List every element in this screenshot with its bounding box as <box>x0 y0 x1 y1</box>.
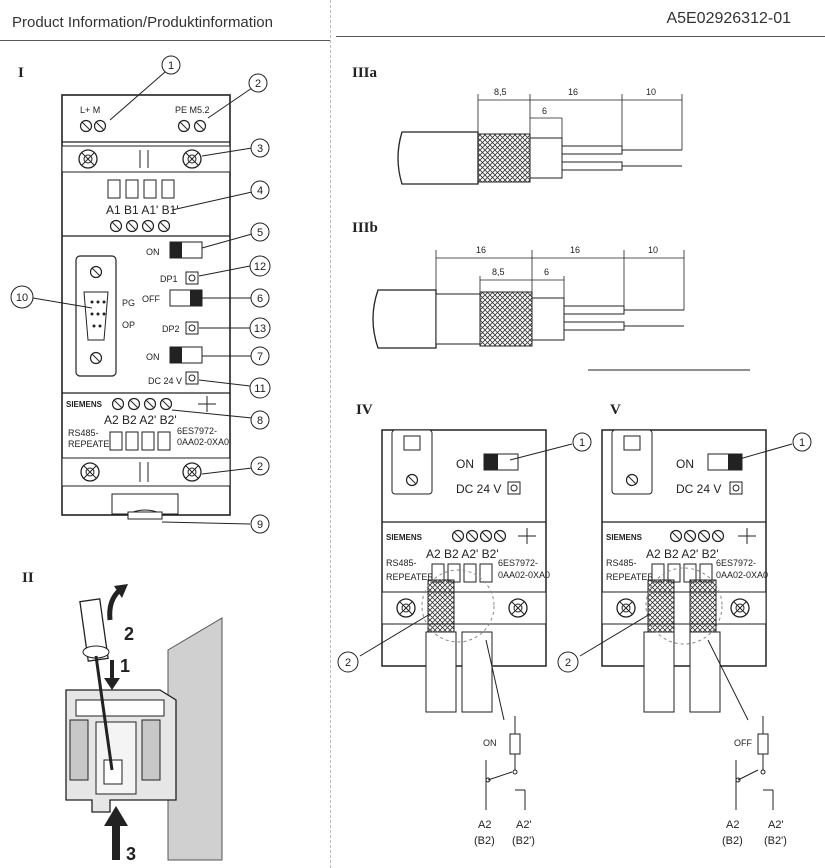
callout-10: 10 <box>16 292 28 304</box>
step-1-label: 1 <box>120 656 130 676</box>
callout-1: 1 <box>168 60 174 72</box>
callouts-section-i: 1 2 3 4 5 12 6 13 7 11 8 2 9 10 <box>10 55 271 534</box>
callout-9: 9 <box>257 519 263 531</box>
switch-middle-state: OFF <box>142 294 160 304</box>
iv-schematic-state: ON <box>483 738 497 748</box>
iv-brand: SIEMENS <box>386 533 423 542</box>
dp2-label: DP2 <box>162 324 180 334</box>
dp1-label: DP1 <box>160 274 178 284</box>
v-bus-terminals: A2 B2 A2' B2' <box>646 547 719 561</box>
callout-11: 11 <box>254 383 265 395</box>
order-number-2: 0AA02-0XA0 <box>177 437 229 447</box>
header-rule-right <box>336 36 825 37</box>
v-schematic-state: OFF <box>734 738 752 748</box>
iv-a2: A2 <box>478 819 491 831</box>
pe-terminal-label: PE M5.2 <box>175 105 210 115</box>
callout-2b: 2 <box>257 461 263 473</box>
callout-8: 8 <box>257 415 263 427</box>
callout-7: 7 <box>257 351 263 363</box>
v-model: RS485- <box>606 558 637 568</box>
dim-b-conductor: 10 <box>648 245 658 255</box>
page-fold <box>330 0 331 868</box>
v-order-1: 6ES7972- <box>716 558 756 568</box>
step-2-label: 2 <box>124 624 134 644</box>
bus1-terminal-label: A1 B1 A1' B1' <box>106 203 179 217</box>
brand-label: SIEMENS <box>66 400 103 409</box>
section-label-i: I <box>18 65 24 81</box>
iv-dc-label: DC 24 V <box>456 482 501 496</box>
switch-bottom-state: ON <box>146 352 160 362</box>
dim-a-conductor: 10 <box>646 87 656 97</box>
iv-order-2: 0AA02-0XA0 <box>498 570 550 580</box>
header-rule-left <box>0 40 330 41</box>
section-label-iiib: IIIb <box>352 220 378 236</box>
dc-label: DC 24 V <box>148 376 182 386</box>
op-label: OP <box>122 320 135 330</box>
v-order-2: 0AA02-0XA0 <box>716 570 768 580</box>
callout-13: 13 <box>254 323 266 335</box>
v-brand: SIEMENS <box>606 533 643 542</box>
repeater-front-view: L+ M PE M5.2 A1 B1 A1' B1' ON DP1 OFF DP… <box>61 94 231 520</box>
switch-top-state: ON <box>146 247 160 257</box>
iv-b2: (B2) <box>474 835 495 847</box>
section-label-iv: IV <box>356 402 373 418</box>
dim-b-outer: 16 <box>476 245 486 255</box>
callout-2: 2 <box>255 78 261 90</box>
header-title: Product Information/Produktinformation <box>12 14 273 31</box>
power-terminal-label: L+ M <box>80 105 100 115</box>
model-label-2: REPEATER <box>68 439 116 449</box>
v-switch-state: ON <box>676 457 694 471</box>
v-a2: A2 <box>726 819 739 831</box>
cable-strip-diagram-b: 16 16 8,5 6 10 <box>372 245 685 349</box>
bus-termination-on-diagram: ON DC 24 V SIEMENS A2 B2 A2' B2' RS485- … <box>337 429 592 847</box>
iv-model-2: REPEATER <box>386 572 434 582</box>
dim-b-insulation: 16 <box>570 245 580 255</box>
callout-4: 4 <box>257 185 263 197</box>
dim-b-jacket: 6 <box>544 267 549 277</box>
iv-model: RS485- <box>386 558 417 568</box>
dim-a-insulation: 16 <box>568 87 578 97</box>
iv-a2-prime: A2' <box>516 819 532 831</box>
v-model-2: REPEATER <box>606 572 654 582</box>
iv-b2-prime: (B2') <box>512 835 535 847</box>
callout-6: 6 <box>257 293 263 305</box>
bus2-terminal-label: A2 B2 A2' B2' <box>104 413 177 427</box>
callout-12: 12 <box>254 261 266 273</box>
v-callout-1: 1 <box>799 437 805 449</box>
iv-callout-1: 1 <box>579 437 585 449</box>
v-dc-label: DC 24 V <box>676 482 721 496</box>
document-number: A5E02926312-01 <box>666 10 791 27</box>
iv-order-1: 6ES7972- <box>498 558 538 568</box>
callout-5: 5 <box>257 227 263 239</box>
section-label-iiia: IIIa <box>352 65 378 81</box>
dim-a-shield: 8,5 <box>494 87 507 97</box>
v-b2-prime: (B2') <box>764 835 787 847</box>
v-a2-prime: A2' <box>768 819 784 831</box>
dim-a-jacket: 6 <box>542 106 547 116</box>
order-number-1: 6ES7972- <box>177 426 217 436</box>
bus-termination-off-diagram: ON DC 24 V SIEMENS A2 B2 A2' B2' RS485- … <box>557 429 812 847</box>
iv-callout-2: 2 <box>345 657 351 669</box>
latch-removal-diagram: 2 1 3 <box>65 584 223 864</box>
callout-3: 3 <box>257 143 263 155</box>
section-label-ii: II <box>22 570 34 586</box>
model-label: RS485- <box>68 428 99 438</box>
section-label-v: V <box>610 402 621 418</box>
v-b2: (B2) <box>722 835 743 847</box>
pg-label: PG <box>122 298 135 308</box>
iv-switch-state: ON <box>456 457 474 471</box>
v-callout-2: 2 <box>565 657 571 669</box>
iv-bus-terminals: A2 B2 A2' B2' <box>426 547 499 561</box>
cable-strip-diagram-a: 8,5 16 6 10 <box>397 87 683 185</box>
step-3-label: 3 <box>126 844 136 864</box>
dim-b-shield: 8,5 <box>492 267 505 277</box>
